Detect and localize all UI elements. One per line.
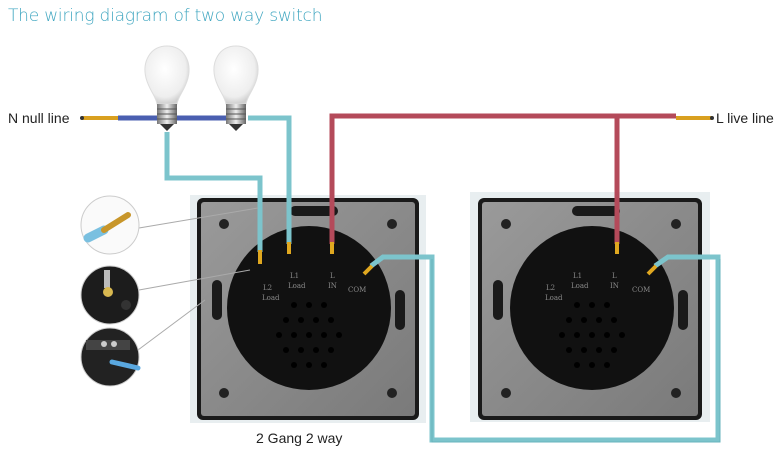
load-wire-l1 (248, 115, 292, 244)
live-wire-left (329, 113, 676, 244)
com-traveler-wire (369, 254, 721, 443)
terminal-label: COM (632, 286, 650, 294)
load-wires (164, 115, 721, 443)
terminal-label: L1 (290, 272, 299, 280)
switch-left: L2 Load L1 Load L IN COM (190, 195, 426, 423)
switch-caption: 2 Gang 2 way (256, 430, 343, 446)
inset-stripped-wire (80, 195, 259, 255)
switch-right: L2 Load L1 Load L IN COM (470, 192, 710, 422)
terminal-label: IN (610, 282, 619, 290)
terminal-label: L (612, 272, 617, 280)
bulb-2 (213, 45, 259, 131)
bulb-glass (213, 45, 259, 105)
terminal-label: COM (348, 286, 366, 294)
terminal-contacts (258, 242, 658, 276)
bulb-1 (144, 45, 190, 131)
terminal-label: L2 (263, 284, 272, 292)
diagram-title: The wiring diagram of two way switch (8, 6, 323, 26)
neutral-line-label: N null line (8, 110, 70, 126)
terminal-label: Load (288, 282, 306, 290)
terminal-label: L2 (546, 284, 555, 292)
terminal-label: Load (262, 294, 280, 302)
terminal-label: IN (328, 282, 337, 290)
live-line-label: L live line (716, 110, 774, 126)
terminal-label: L1 (573, 272, 582, 280)
inset-wire-insertion (80, 299, 206, 387)
inset-terminal-screw (80, 265, 251, 325)
terminal-label: L (330, 272, 335, 280)
terminal-label: Load (545, 294, 563, 302)
bulb-glass (144, 45, 190, 105)
load-wire-l2 (164, 132, 263, 252)
neutral-wire (80, 115, 238, 121)
terminal-label: Load (571, 282, 589, 290)
live-wire (329, 113, 676, 244)
